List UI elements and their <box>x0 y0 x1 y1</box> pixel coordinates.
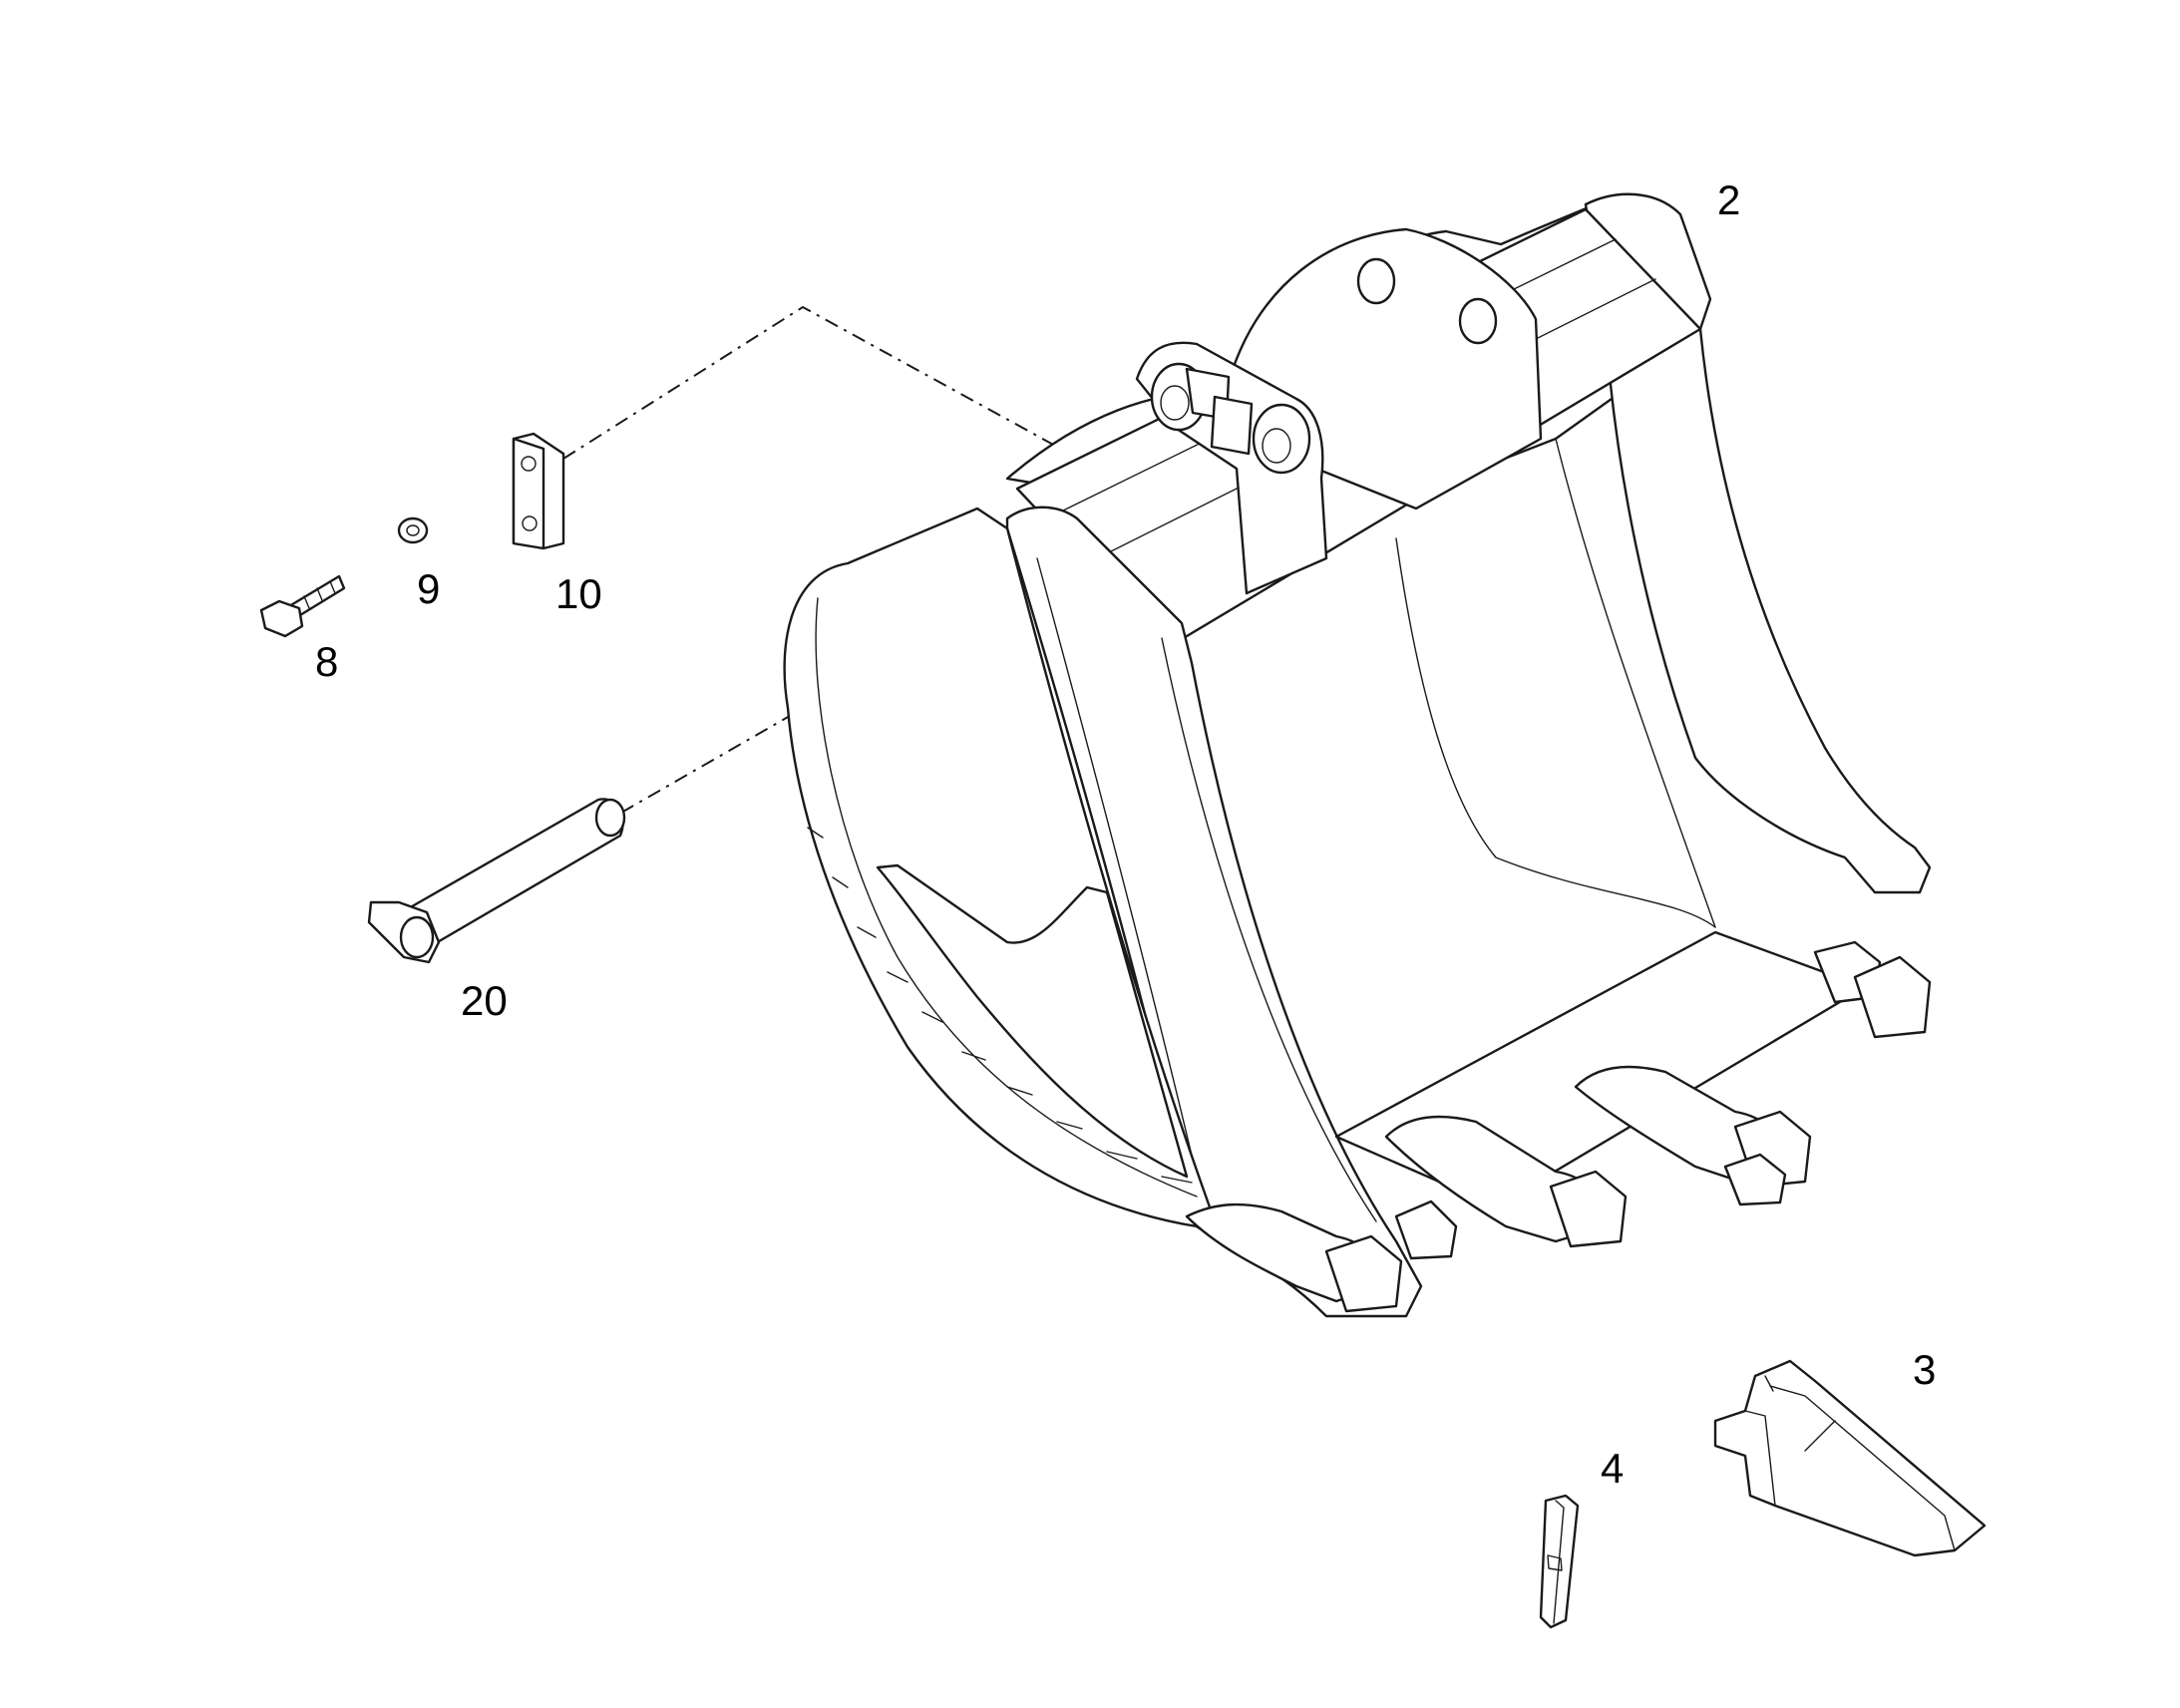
part-3-tooth <box>1713 1359 1987 1557</box>
part-labels: 2 3 4 8 9 10 20 <box>315 176 1936 1492</box>
bucket-assembly <box>783 192 1932 1318</box>
part-9-washer <box>397 516 429 544</box>
label-part-3: 3 <box>1913 1346 1936 1393</box>
part-20-pin <box>367 798 626 964</box>
label-part-9: 9 <box>417 565 440 612</box>
label-part-2: 2 <box>1717 176 1740 223</box>
part-8-bolt <box>259 574 346 638</box>
tooth-adapters <box>1185 940 1932 1313</box>
label-part-10: 10 <box>555 570 602 617</box>
label-part-8: 8 <box>315 638 338 685</box>
label-part-4: 4 <box>1601 1445 1624 1492</box>
part-4-lock-pin <box>1539 1494 1580 1629</box>
label-part-20: 20 <box>461 977 508 1024</box>
part-10-plate <box>512 432 565 550</box>
